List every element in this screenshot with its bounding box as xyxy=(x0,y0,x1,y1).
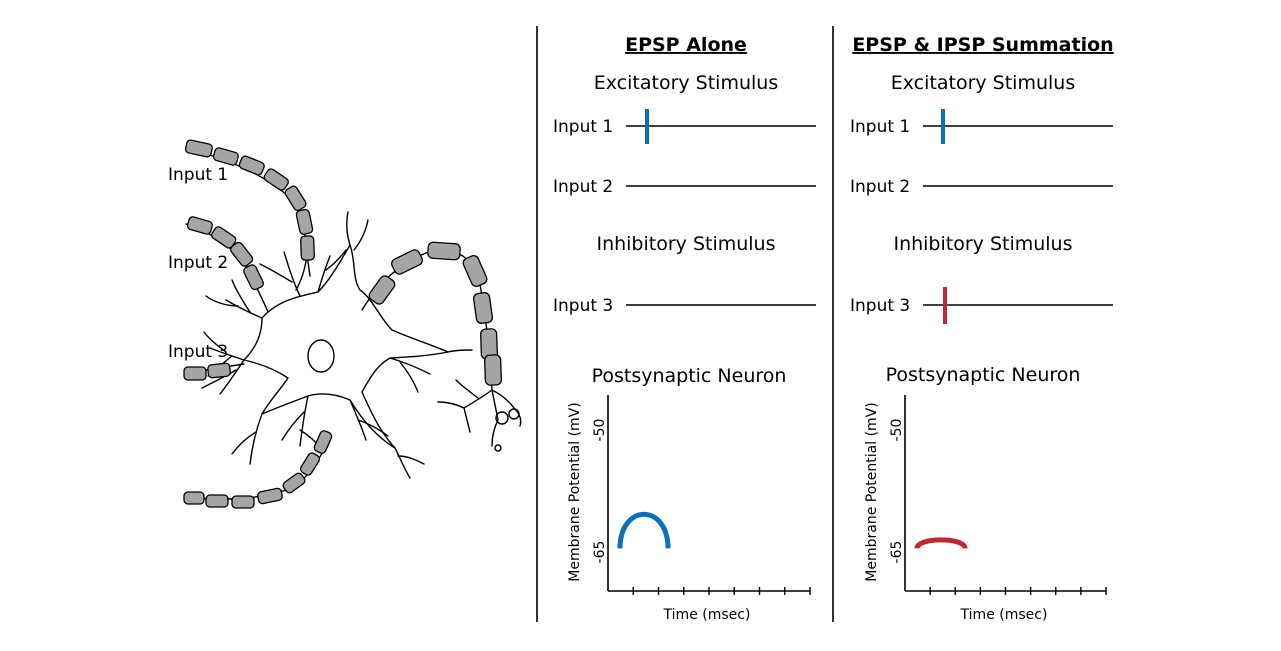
excitatory-heading: Excitatory Stimulus xyxy=(891,72,1075,94)
neuron-illustration: Input 1 Input 2 Input 3 xyxy=(168,139,522,509)
x-axis-label: Time (msec) xyxy=(663,607,751,623)
summation-response-curve xyxy=(914,537,968,550)
axon-input-1 xyxy=(184,139,315,277)
input-1-label: Input 1 xyxy=(850,117,910,137)
input-2-label: Input 2 xyxy=(850,177,910,197)
axon-input-3 xyxy=(183,362,245,381)
epsp-response-curve xyxy=(617,511,671,549)
neuron-nucleus xyxy=(307,339,335,373)
neuron-input-2-label: Input 2 xyxy=(168,253,228,273)
y-tick-label-minus-65: -65 xyxy=(592,541,608,564)
input-3-label: Input 3 xyxy=(850,296,910,316)
neuron-input-1-label: Input 1 xyxy=(168,165,228,185)
x-axis-label: Time (msec) xyxy=(960,607,1048,623)
input-1-label: Input 1 xyxy=(553,117,613,137)
postsynaptic-heading: Postsynaptic Neuron xyxy=(886,364,1081,386)
x-axis-ticks xyxy=(929,587,1107,595)
panel-epsp-ipsp-summation: EPSP & IPSP Summation Excitatory Stimulu… xyxy=(850,34,1114,623)
x-axis-ticks xyxy=(632,587,811,595)
neuron-soma xyxy=(243,244,449,449)
membrane-potential-graph: -50 -65 Membrane Potential (mV) Time (ms… xyxy=(864,395,1107,623)
input-3-label: Input 3 xyxy=(553,296,613,316)
panel-title: EPSP & IPSP Summation xyxy=(852,34,1113,56)
inhibitory-heading: Inhibitory Stimulus xyxy=(596,233,775,255)
panel-epsp-alone: EPSP Alone Excitatory Stimulus Input 1 I… xyxy=(553,34,816,623)
y-axis-label: Membrane Potential (mV) xyxy=(864,402,880,581)
postsynaptic-heading: Postsynaptic Neuron xyxy=(592,365,787,387)
input-2-label: Input 2 xyxy=(553,177,613,197)
y-tick-label-minus-50: -50 xyxy=(592,419,608,442)
axon-input-2 xyxy=(185,216,269,313)
inhibitory-heading: Inhibitory Stimulus xyxy=(893,233,1072,255)
dendrite-branches xyxy=(201,211,473,479)
excitatory-heading: Excitatory Stimulus xyxy=(594,72,778,94)
membrane-potential-graph: -50 -65 Membrane Potential (mV) Time (ms… xyxy=(567,395,811,623)
y-tick-label-minus-65: -65 xyxy=(889,541,905,564)
y-tick-label-minus-50: -50 xyxy=(889,419,905,442)
axon-lower xyxy=(183,430,333,509)
panel-title: EPSP Alone xyxy=(625,34,747,56)
neuron-input-3-label: Input 3 xyxy=(168,342,228,362)
y-axis-label: Membrane Potential (mV) xyxy=(567,402,583,581)
output-axon xyxy=(361,241,522,452)
